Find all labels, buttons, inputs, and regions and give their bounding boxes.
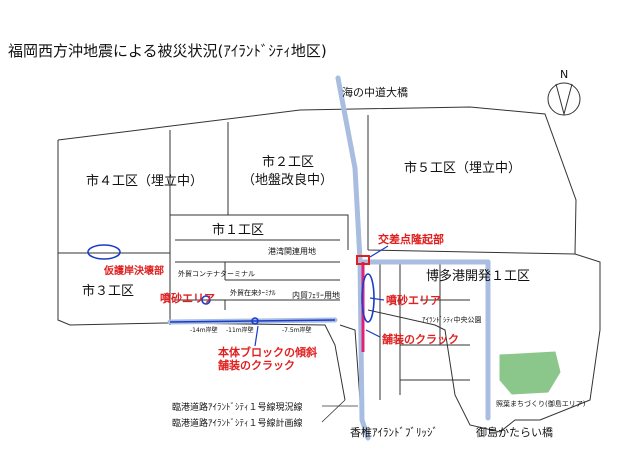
arrow-crack-right (365, 329, 381, 338)
green-area (499, 351, 561, 395)
arrow-intersection (369, 245, 389, 258)
label-quay-7-5: -7.5m岸壁 (282, 326, 312, 334)
label-teruba: 照葉まちづくり(御島エリア) (496, 399, 586, 408)
damage-intersection: 交差点隆起部 (378, 232, 444, 246)
label-bridge-top: 海の中道大橋 (342, 85, 408, 99)
damage-liquefaction-left: 噴砂エリア (160, 291, 215, 305)
label-bridge-bottom: 香椎ｱｲﾗﾝﾄﾞﾌﾞﾘｯｼﾞ (350, 425, 438, 439)
label-domestic-ferry: 内貿ﾌｪﾘｰ用地 (292, 290, 340, 300)
label-bridge-bottom2: 御島かたらい橋 (476, 425, 553, 439)
damage-crack-right: 舗装のクラック (381, 332, 459, 346)
compass-icon: N (547, 68, 581, 116)
seawall-break-marker (87, 244, 121, 260)
label-ward1: 市１工区 (212, 222, 264, 238)
label-port-dev: 博多港開発１工区 (426, 268, 530, 284)
ward-boundaries (57, 115, 576, 345)
label-foreign-terminal: 外貿在来ﾀｰﾐﾅﾙ (230, 288, 276, 297)
island-outline (57, 106, 601, 433)
arrow-liquefaction-right (369, 297, 385, 301)
liquefaction-marker-left (201, 295, 211, 305)
page-title: 福岡西方沖地震による被災状況(ｱｲﾗﾝﾄﾞｼﾃｨ地区) (8, 42, 327, 60)
label-road-current: 臨港道路ｱｲﾗﾝﾄﾞｼﾃｨ１号線現況線 (172, 401, 303, 413)
inner-roads (175, 239, 470, 400)
label-ward2-2: （地盤改良中） (242, 172, 333, 188)
label-ward5: 市５工区（埋立中） (404, 160, 521, 176)
label-quay-11: -11m岸壁 (226, 326, 254, 334)
label-road-planned: 臨港道路ｱｲﾗﾝﾄﾞｼﾃｨ１号線計画線 (172, 417, 303, 429)
label-ward2-1: 市２工区 (262, 154, 314, 170)
label-port-road: 港湾関連用地 (268, 246, 316, 256)
label-central-park: ｱｲﾗﾝﾄﾞｼﾃｨ中央公園 (422, 315, 482, 324)
label-container-terminal: 外貿コンテナターミナル (178, 269, 255, 278)
liquefaction-marker-quay (251, 317, 259, 325)
label-ward3: 市３工区 (82, 283, 134, 299)
damage-crack-left: 舗装のクラック (217, 358, 295, 372)
leader-planned-road (321, 399, 346, 423)
damage-seawall: 仮護岸決壊部 (103, 264, 164, 277)
label-quay-14: -14m岸壁 (190, 326, 218, 334)
svg-text:N: N (560, 68, 568, 81)
intersection-uplift-marker (356, 255, 370, 265)
arrow-block (254, 325, 259, 347)
label-ward4: 市４工区（埋立中） (86, 173, 203, 189)
damage-block-tilt: 本体ブロックの傾斜 (218, 345, 317, 359)
coastline-south (164, 322, 361, 401)
damage-liquefaction-right: 噴砂エリア (386, 293, 441, 307)
